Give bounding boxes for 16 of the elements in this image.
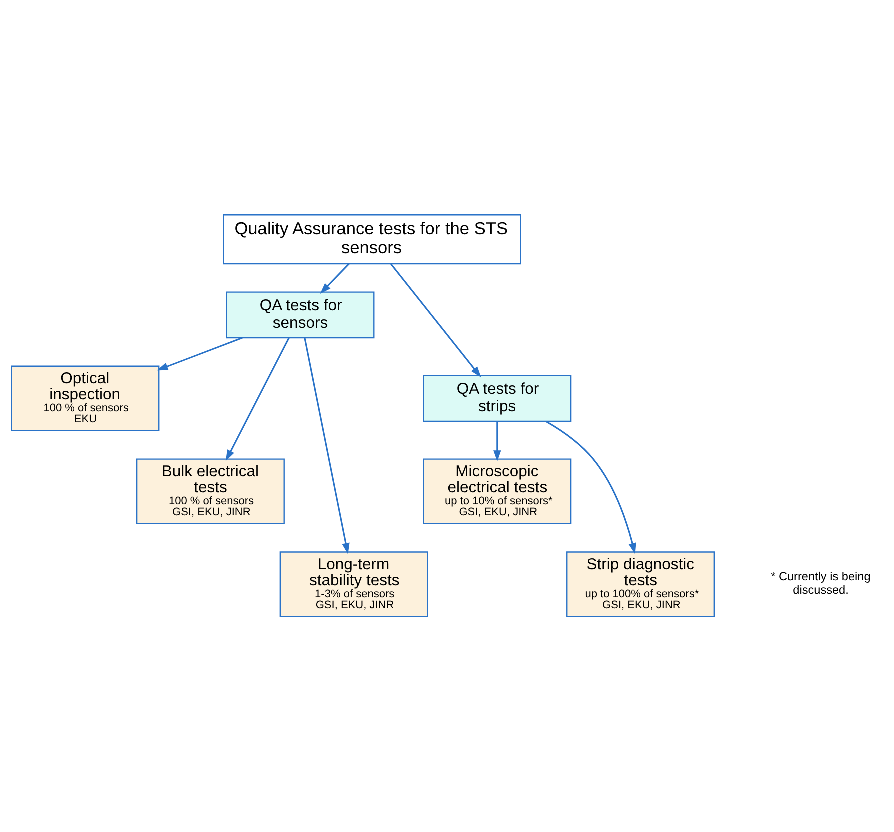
node-box: QA tests for sensors	[226, 292, 375, 339]
node-box: Strip diagnostic tests up to 100% of sensors* GSI, EKU, JINR	[566, 552, 715, 618]
node-box: Bulk electrical tests 100 % of sensors GSI, EKU, JINR	[136, 458, 285, 524]
arrow	[157, 337, 243, 371]
arrow	[320, 263, 350, 294]
node-box: Long-term stability tests 1-3% of sensors GSI, EKU, JINR	[280, 552, 428, 618]
node-box: QA tests for strips	[423, 375, 572, 422]
arrow	[494, 422, 502, 462]
arrow	[390, 264, 482, 378]
node-box: Optical inspection 100 % of sensors EKU	[11, 366, 160, 432]
arrow	[304, 338, 350, 554]
label: * Currently is being discussed.	[771, 570, 871, 598]
node-box: Quality Assurance tests for the STS sensors	[223, 214, 522, 265]
node-box: Microscopic electrical tests up to 10% of sensors* GSI, EKU, JINR	[423, 458, 572, 524]
arrow	[226, 338, 290, 462]
arrow	[546, 420, 636, 554]
